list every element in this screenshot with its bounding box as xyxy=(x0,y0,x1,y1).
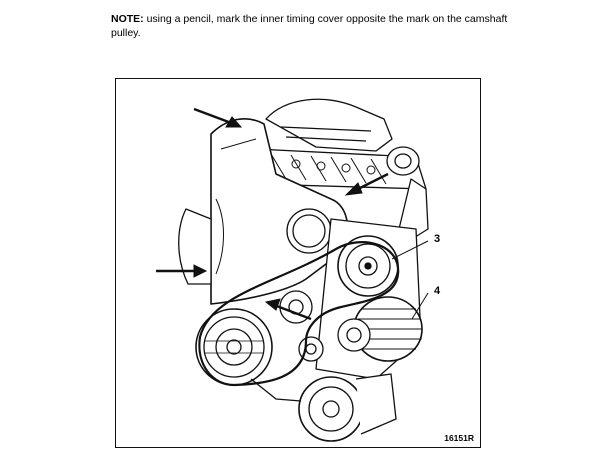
instruction-note: NOTE: using a pencil, mark the inner tim… xyxy=(111,12,511,40)
callout-4: 4 xyxy=(434,285,441,297)
engine-timing-figure: 3 4 16151R xyxy=(115,78,481,448)
note-label: NOTE: xyxy=(111,13,144,25)
note-text: using a pencil, mark the inner timing co… xyxy=(111,13,508,39)
engine-illustration xyxy=(156,98,429,442)
figure-reference: 16151R xyxy=(444,433,474,443)
callout-3: 3 xyxy=(434,233,441,245)
